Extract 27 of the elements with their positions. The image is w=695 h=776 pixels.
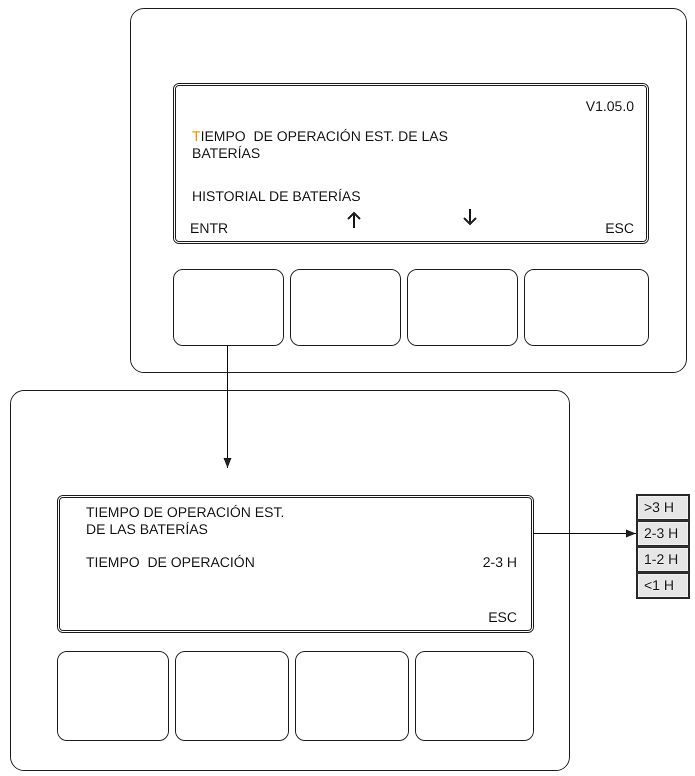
display-screen <box>173 83 649 244</box>
softkey-label: ENTR <box>190 220 228 237</box>
keypad-button <box>173 269 284 346</box>
setting-label: TIEMPO DE OPERACIÓN <box>86 554 255 571</box>
screen-heading: TIEMPO DE OPERACIÓN EST. DE LAS BATERÍAS <box>86 504 286 538</box>
keypad-button <box>290 269 401 346</box>
keypad-button <box>415 651 534 741</box>
softkey-label: ESC <box>488 609 517 626</box>
option-box: 2-3 H <box>636 520 690 547</box>
device-panel <box>10 390 570 771</box>
arrow <box>224 344 232 468</box>
version-label: V1.05.0 <box>586 98 634 115</box>
menu-item: TIEMPO DE OPERACIÓN EST. DE LAS BATERÍAS <box>192 128 449 162</box>
option-box: >3 H <box>636 494 690 521</box>
option-box: <1 H <box>636 572 690 599</box>
keypad-button <box>57 651 169 741</box>
display-screen <box>57 495 534 633</box>
keypad-button <box>524 269 649 346</box>
softkey-label: ESC <box>605 220 634 237</box>
option-box: 1-2 H <box>636 546 690 573</box>
keypad-button <box>407 269 518 346</box>
keypad-button <box>295 651 409 741</box>
device-panel <box>130 8 687 373</box>
setting-value: 2-3 H <box>482 554 517 571</box>
menu-item: HISTORIAL DE BATERÍAS <box>192 188 361 205</box>
keypad-button <box>175 651 289 741</box>
arrow <box>532 530 636 538</box>
